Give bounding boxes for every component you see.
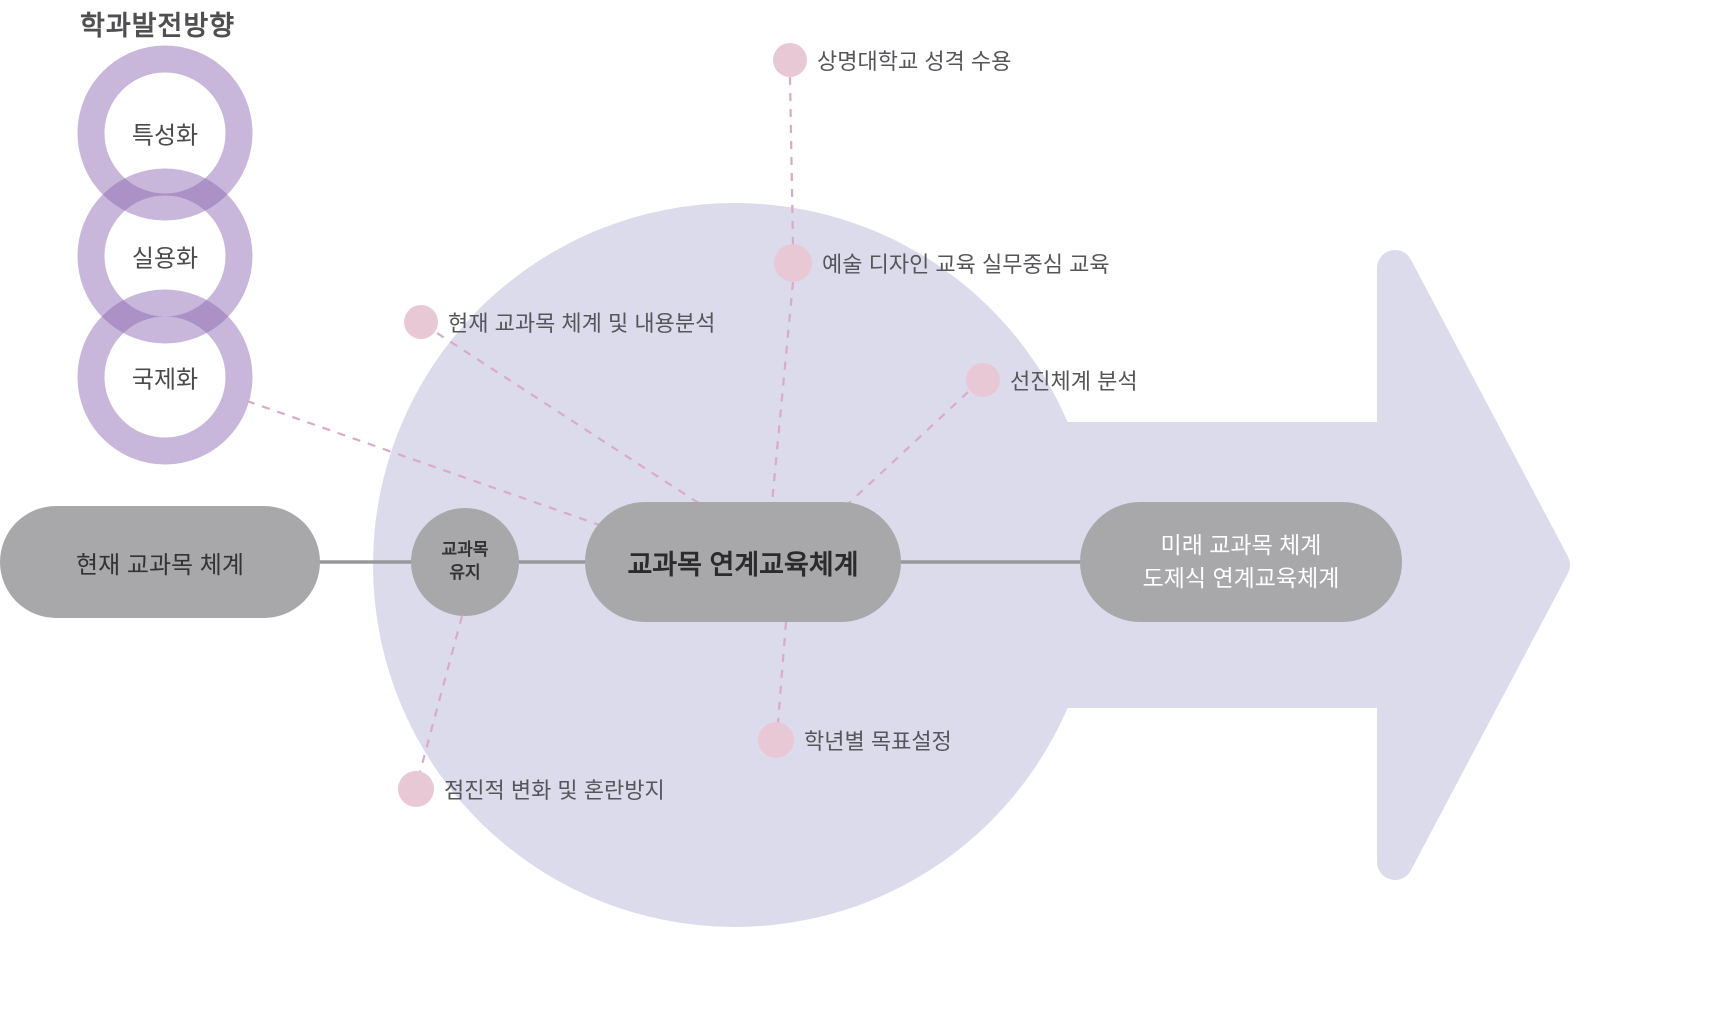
- link-maintain-to-gradual: [418, 615, 464, 773]
- node-current-curriculum-label: 현재 교과목 체계: [76, 551, 244, 579]
- factor-label-current-curriculum-analysis: 현재 교과목 체계 및 내용분석: [448, 311, 716, 336]
- diagram-title: 학과발전방향: [80, 11, 236, 41]
- node-future-label-line2: 도제식 연계교육체계: [1142, 565, 1340, 591]
- ring-label-practical: 실용화: [131, 245, 199, 273]
- link-rings-to-center: [246, 399, 646, 543]
- node-linked-education-label: 교과목 연계교육체계: [627, 549, 859, 580]
- factor-dot-identity: [773, 43, 807, 77]
- node-linked-education-system: 교과목 연계교육체계: [585, 502, 901, 622]
- arrow-head: [1377, 250, 1570, 880]
- factor-dot-analysis: [404, 305, 438, 339]
- dashed-links: [246, 76, 969, 773]
- link-center-to-goals: [776, 621, 788, 724]
- ring-label-specialization: 특성화: [131, 122, 199, 150]
- node-future-curriculum: 미래 교과목 체계 도제식 연계교육체계: [1080, 502, 1402, 622]
- node-maintain-label-line1: 교과목: [441, 540, 489, 560]
- node-future-label-line1: 미래 교과목 체계: [1160, 531, 1322, 558]
- factor-label-sangmyung-identity: 상명대학교 성격 수용: [817, 49, 1012, 74]
- factor-dot-gradual: [398, 771, 434, 807]
- factor-dot-artdesign: [774, 244, 812, 282]
- chain-rings: [77, 45, 253, 465]
- factor-label-grade-goal-setting: 학년별 목표설정: [804, 729, 952, 754]
- factor-label-art-design-practical: 예술 디자인 교육 실무중심 교육: [822, 252, 1110, 277]
- ring-practical: [77, 168, 253, 344]
- node-current-curriculum: 현재 교과목 체계: [0, 506, 320, 618]
- factor-dot-advanced: [966, 363, 1000, 397]
- factor-dots: [398, 43, 1000, 807]
- ring-international: [77, 289, 253, 465]
- node-curriculum-maintain: 교과목 유지: [411, 508, 519, 616]
- factor-label-advanced-system-analysis: 선진체계 분석: [1010, 369, 1138, 394]
- factor-label-gradual-change: 점진적 변화 및 혼란방지: [444, 778, 665, 803]
- link-analysis-to-center: [436, 332, 701, 505]
- link-artdesign-to-center: [770, 281, 795, 504]
- link-identity-to-artdesign: [788, 76, 795, 246]
- node-maintain-label-line2: 유지: [449, 563, 481, 582]
- ring-label-international: 국제화: [131, 366, 199, 394]
- link-advanced-to-center: [847, 391, 969, 505]
- factor-dot-goals: [758, 722, 794, 758]
- ring-specialization: [77, 45, 253, 221]
